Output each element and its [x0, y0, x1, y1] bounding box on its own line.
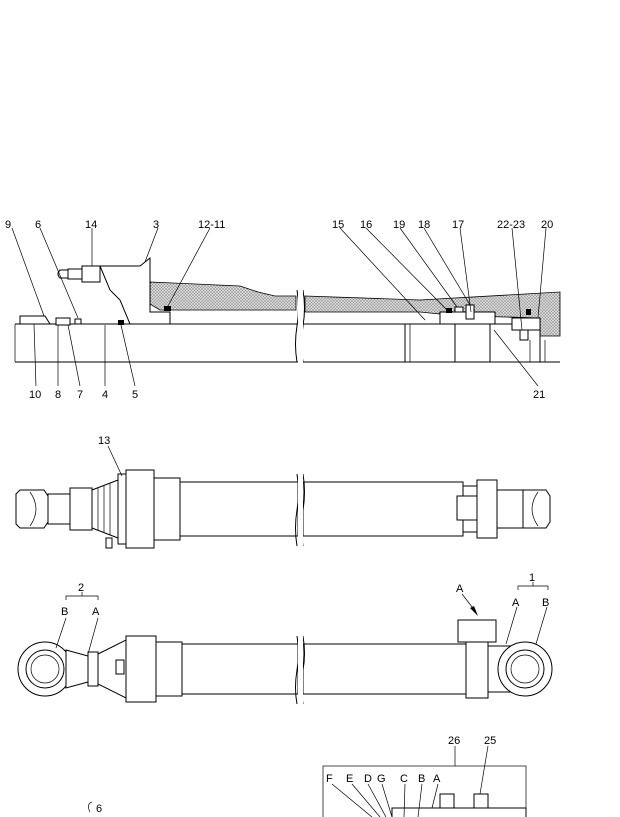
callout-g: G: [377, 773, 386, 785]
footer-label: 6: [96, 803, 102, 815]
section-view: 9 6 14 3 12-11 15 16 19 18 17 22-23 20 1…: [5, 219, 561, 401]
callout-18: 18: [418, 219, 430, 231]
callout-17: 17: [452, 219, 464, 231]
callout-21: 21: [533, 389, 545, 401]
callout-10: 10: [29, 389, 41, 401]
callout-port-a: A: [456, 583, 464, 595]
callout-2-b: B: [61, 606, 68, 618]
callout-b: B: [418, 773, 425, 785]
callout-5: 5: [132, 389, 138, 401]
callout-a: A: [433, 773, 441, 785]
callout-1-b: B: [542, 597, 549, 609]
callout-f: F: [326, 773, 333, 785]
callout-15: 15: [332, 219, 344, 231]
callout-4: 4: [102, 389, 108, 401]
callout-1-a: A: [512, 597, 520, 609]
callout-2-a: A: [92, 606, 100, 618]
callout-c: C: [400, 773, 408, 785]
callout-12-11: 12-11: [198, 219, 225, 231]
callout-13: 13: [98, 435, 110, 447]
callout-16: 16: [360, 219, 372, 231]
callout-3: 3: [153, 219, 159, 231]
callout-e: E: [346, 773, 353, 785]
callout-20: 20: [541, 219, 553, 231]
callout-7: 7: [77, 389, 83, 401]
footer-reference: 6: [88, 801, 102, 815]
external-view: 2 B A 1 A B A: [17, 572, 553, 706]
callout-8: 8: [55, 389, 61, 401]
callout-25: 25: [484, 735, 496, 747]
callout-d: D: [364, 773, 372, 785]
detail-view: 26 25 F E D G C B A: [322, 735, 527, 817]
callout-26: 26: [448, 735, 460, 747]
callout-2: 2: [78, 582, 84, 594]
callout-14: 14: [85, 219, 97, 231]
callout-9: 9: [5, 219, 11, 231]
callout-1: 1: [529, 572, 535, 584]
callout-6: 6: [35, 219, 41, 231]
callout-19: 19: [393, 219, 405, 231]
callout-22-23: 22-23: [497, 219, 525, 231]
assembly-view: 13: [15, 435, 551, 549]
